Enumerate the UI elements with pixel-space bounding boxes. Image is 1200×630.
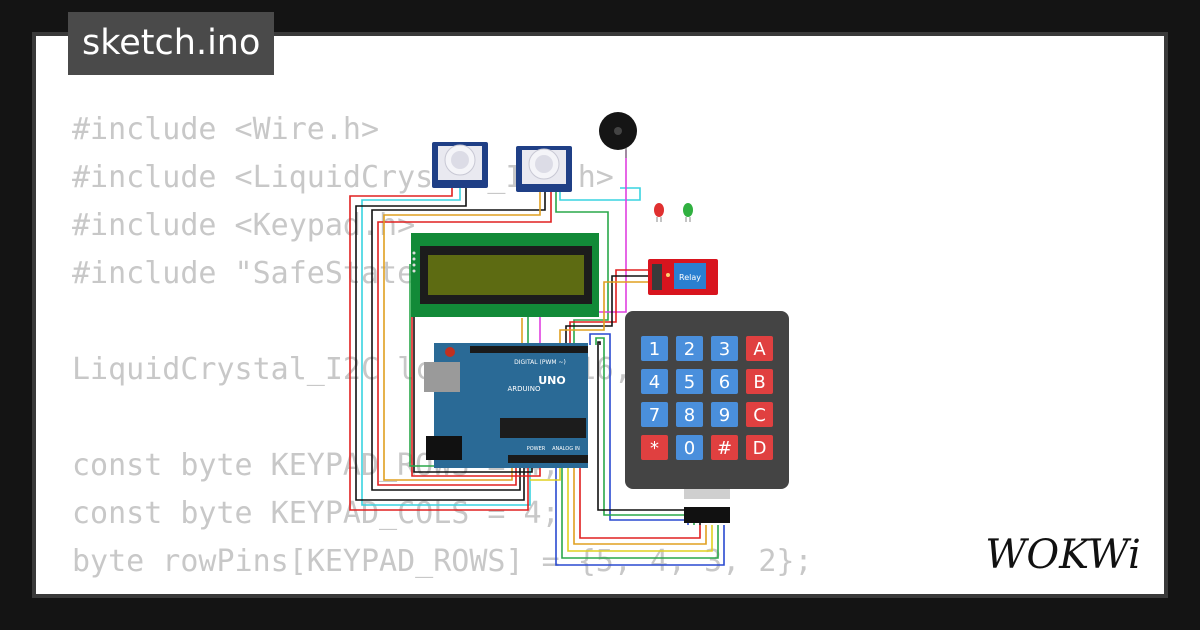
code-line: byte colPins[KEYPAD_COLS] = {A3, A2, A1,… bbox=[72, 586, 885, 594]
keypad-key-6[interactable]: 6 bbox=[711, 369, 738, 394]
analog-label: ANALOG IN bbox=[552, 446, 580, 452]
membrane-keypad[interactable]: 1 2 3 A 4 5 6 B 7 8 9 C * 0 # D bbox=[625, 311, 789, 523]
keypad-key-B[interactable]: B bbox=[746, 369, 773, 394]
wire bbox=[555, 192, 609, 350]
led-green[interactable] bbox=[683, 203, 693, 222]
keypad-key-label: 8 bbox=[684, 405, 695, 426]
keypad-key-4[interactable]: 4 bbox=[641, 369, 668, 394]
keypad-key-label: * bbox=[650, 438, 659, 459]
wire bbox=[573, 460, 707, 545]
wire bbox=[561, 460, 719, 559]
keypad-key-5[interactable]: 5 bbox=[676, 369, 703, 394]
keypad-key-label: 2 bbox=[684, 339, 695, 360]
wire bbox=[355, 188, 525, 501]
keypad-key-label: A bbox=[753, 339, 766, 360]
keypad-key-label: C bbox=[753, 405, 766, 426]
keypad-key-8[interactable]: 8 bbox=[676, 402, 703, 427]
board-model: UNO bbox=[538, 374, 566, 387]
digital-label: DIGITAL (PWM ~) bbox=[514, 359, 566, 366]
keypad-key-C[interactable]: C bbox=[746, 402, 773, 427]
wokwi-logo-text: WOKWi bbox=[985, 532, 1141, 578]
keypad-keys: 1 2 3 A 4 5 6 B 7 8 9 C * 0 # D bbox=[641, 336, 773, 460]
keypad-key-label: 0 bbox=[684, 438, 695, 459]
keypad-key-9[interactable]: 9 bbox=[711, 402, 738, 427]
keypad-key-1[interactable]: 1 bbox=[641, 336, 668, 361]
filename-tab[interactable]: sketch.ino bbox=[68, 12, 275, 75]
keypad-key-label: 9 bbox=[719, 405, 730, 426]
code-line: #include <Keypad.h> bbox=[72, 208, 416, 243]
code-line: const byte KEYPAD_COLS = 4; bbox=[72, 496, 560, 531]
buzzer[interactable] bbox=[599, 112, 637, 158]
arduino-uno[interactable]: DIGITAL (PWM ~) UNO ARDUINO POWER ANALOG… bbox=[424, 343, 588, 468]
keypad-key-label: B bbox=[753, 372, 765, 393]
keypad-key-3[interactable]: 3 bbox=[711, 336, 738, 361]
code-background: #include <Wire.h>#include <LiquidCrystal… bbox=[72, 106, 885, 594]
keypad-key-label: 4 bbox=[649, 372, 660, 393]
pir-sensor-2[interactable] bbox=[516, 146, 572, 192]
keypad-key-D[interactable]: D bbox=[746, 435, 773, 460]
wire bbox=[579, 460, 701, 539]
power-label: POWER bbox=[527, 446, 546, 452]
wire bbox=[377, 192, 552, 486]
keypad-key-0[interactable]: 0 bbox=[676, 435, 703, 460]
keypad-key-2[interactable]: 2 bbox=[676, 336, 703, 361]
keypad-key-#[interactable]: # bbox=[711, 435, 738, 460]
relay-module[interactable]: Relay bbox=[648, 259, 718, 295]
wire bbox=[559, 281, 652, 345]
wokwi-logo: WOKWi bbox=[985, 532, 1141, 578]
keypad-key-label: 7 bbox=[649, 405, 660, 426]
led-red[interactable] bbox=[654, 203, 664, 222]
keypad-key-7[interactable]: 7 bbox=[641, 402, 668, 427]
keypad-key-A[interactable]: A bbox=[746, 336, 773, 361]
keypad-key-label: # bbox=[717, 438, 732, 459]
wire bbox=[559, 187, 641, 201]
keypad-key-label: D bbox=[753, 438, 767, 459]
wire bbox=[567, 460, 713, 552]
keypad-key-label: 5 bbox=[684, 372, 695, 393]
wire bbox=[361, 188, 531, 506]
wire bbox=[371, 192, 546, 491]
keypad-key-label: 6 bbox=[719, 372, 730, 393]
wire bbox=[565, 275, 652, 345]
board-brand: ARDUINO bbox=[508, 385, 541, 393]
relay-label: Relay bbox=[679, 273, 701, 282]
wire bbox=[349, 188, 529, 511]
code-line: #include <Wire.h> bbox=[72, 112, 380, 147]
keypad-key-*[interactable]: * bbox=[641, 435, 668, 460]
keypad-key-label: 1 bbox=[649, 339, 660, 360]
lcd-display[interactable] bbox=[411, 233, 599, 317]
pir-sensor-1[interactable] bbox=[432, 142, 488, 188]
wire bbox=[555, 460, 725, 566]
code-line: byte rowPins[KEYPAD_ROWS] = {5, 4, 3, 2}… bbox=[72, 544, 813, 579]
keypad-key-label: 3 bbox=[719, 339, 730, 360]
code-line: const byte KEYPAD_ROWS = 4; bbox=[72, 448, 560, 483]
